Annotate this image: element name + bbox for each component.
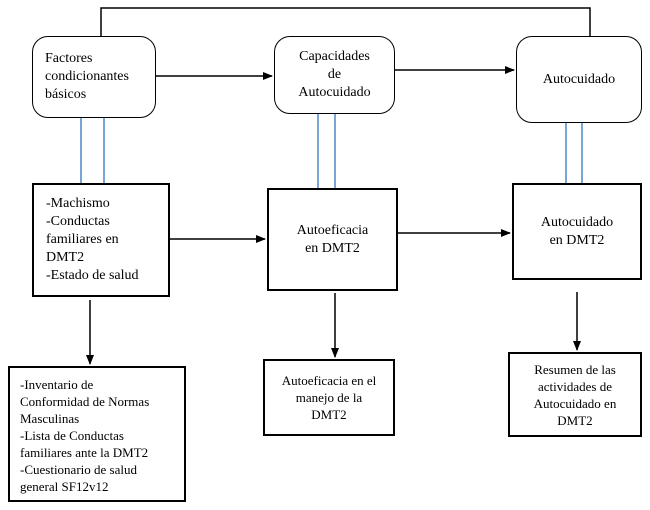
node-autocuidado: Autocuidado xyxy=(516,36,642,123)
blue-connector-middle xyxy=(317,114,336,188)
feedback-line xyxy=(100,7,591,38)
node-instrumento-autoeficacia-label: Autoeficacia en el manejo de la DMT2 xyxy=(281,373,377,422)
node-autocuidado-dmt2-label: Autocuidado en DMT2 xyxy=(540,214,614,248)
node-instrumento-autoeficacia: Autoeficacia en el manejo de la DMT2 xyxy=(263,359,395,436)
node-factores-detalle: -Machismo -Conductas familiares en DMT2 … xyxy=(32,183,170,297)
node-instrumento-autocuidado: Resumen de las actividades de Autocuidad… xyxy=(508,352,642,437)
node-factores-condicionantes: Factores condicionantes básicos xyxy=(32,36,156,118)
blue-connector-left xyxy=(80,118,105,183)
node-autoeficacia-dmt2: Autoeficacia en DMT2 xyxy=(267,188,398,291)
node-autoeficacia-label: Autoeficacia en DMT2 xyxy=(296,222,369,256)
node-instrumento-autocuidado-label: Resumen de las actividades de Autocuidad… xyxy=(533,361,617,428)
node-capacidades-label: Capacidades de Autocuidado xyxy=(298,49,371,100)
node-instrumentos-factores: -Inventario de Conformidad de Normas Mas… xyxy=(8,366,186,502)
node-factores-detalle-label: -Machismo -Conductas familiares en DMT2 … xyxy=(46,196,139,283)
blue-connector-right xyxy=(565,123,583,183)
node-instrumentos-factores-label: -Inventario de Conformidad de Normas Mas… xyxy=(20,377,150,494)
node-capacidades-autocuidado: Capacidades de Autocuidado xyxy=(274,36,395,114)
node-factores-label: Factores condicionantes básicos xyxy=(45,51,129,102)
node-autocuidado-label: Autocuidado xyxy=(542,71,616,87)
node-autocuidado-dmt2: Autocuidado en DMT2 xyxy=(512,183,642,280)
